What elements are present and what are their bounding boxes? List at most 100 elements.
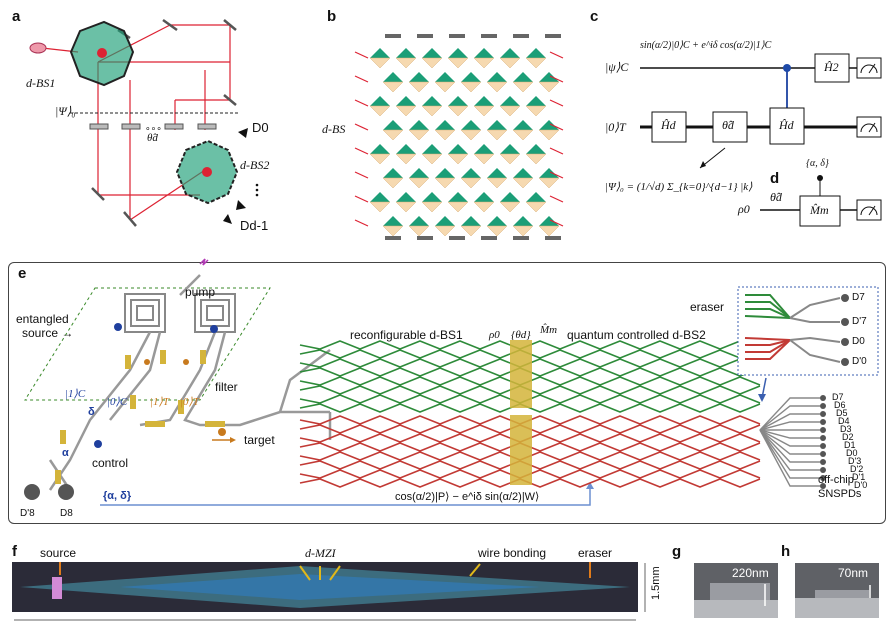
d8-label: D8 bbox=[60, 508, 73, 519]
bs-tile-upper bbox=[409, 168, 429, 178]
bs-tile-lower bbox=[434, 81, 456, 93]
snspd-detector-label: D3 bbox=[840, 424, 852, 434]
source-label: source → bbox=[22, 326, 74, 340]
bs-tile-upper bbox=[422, 144, 442, 154]
d0-label: D0 bbox=[252, 120, 269, 135]
source-label: source bbox=[40, 546, 77, 560]
bs-tile-upper bbox=[513, 72, 533, 82]
eraser-det-2: D0 bbox=[852, 336, 865, 347]
bs-tile-upper bbox=[448, 48, 468, 58]
rho0-label: ρ0 bbox=[489, 329, 500, 341]
bs-tile-lower bbox=[512, 225, 534, 237]
bs-tile-upper bbox=[474, 192, 494, 202]
bs-tile-upper bbox=[370, 192, 390, 202]
panel-label-g: g bbox=[672, 543, 682, 560]
snspd-detector-label: D4 bbox=[838, 416, 850, 426]
eraser-det-0: D7 bbox=[852, 292, 865, 303]
zero-t-label: |0⟩T bbox=[605, 120, 626, 134]
bs-tile-upper bbox=[487, 72, 507, 82]
target-label: target bbox=[244, 433, 275, 447]
psi0-label: |Ψ⟩₀ bbox=[55, 104, 76, 118]
eraser-label: eraser bbox=[578, 546, 613, 560]
bs-tile-lower bbox=[525, 57, 547, 69]
snspd-detector-label: D'0 bbox=[854, 480, 868, 490]
entangled-label: entangled bbox=[16, 312, 69, 326]
bs-tile-upper bbox=[500, 192, 520, 202]
rho0-label: ρ0 bbox=[738, 202, 750, 216]
bs-tile-lower bbox=[395, 105, 417, 117]
bs-tile-upper bbox=[539, 168, 559, 178]
bs-tile-upper bbox=[448, 96, 468, 106]
bs-tile-lower bbox=[369, 105, 391, 117]
dd1-label: Dd-1 bbox=[240, 218, 269, 233]
bs-tile-upper bbox=[461, 216, 481, 226]
bs-tile-upper bbox=[500, 48, 520, 58]
bs-tile-upper bbox=[474, 96, 494, 106]
bs-tile-upper bbox=[435, 120, 455, 130]
feedback-label: {α, δ} bbox=[103, 490, 132, 502]
dbs-label: d-BS bbox=[322, 122, 346, 136]
bs-tile-lower bbox=[421, 57, 443, 69]
bs-tile-lower bbox=[408, 129, 430, 141]
bs1-label: d-BS1 bbox=[26, 76, 56, 90]
bs-tile-upper bbox=[370, 48, 390, 58]
bs-tile-upper bbox=[370, 96, 390, 106]
psi-c-label: |ψ⟩C bbox=[605, 60, 629, 74]
bs-tile-lower bbox=[486, 81, 508, 93]
bs-tile-upper bbox=[526, 96, 546, 106]
delta-label: δ bbox=[88, 406, 95, 418]
d8p-label: D'8 bbox=[20, 508, 35, 519]
ket1t-label: |1⟩T bbox=[150, 396, 169, 408]
dmzi-label: d-MZI bbox=[305, 546, 336, 560]
bs-tile-upper bbox=[539, 72, 559, 82]
bs-tile-lower bbox=[369, 57, 391, 69]
bs-tile-upper bbox=[461, 168, 481, 178]
hd1-gate: Ĥd bbox=[661, 118, 676, 132]
control-state-formula: sin(α/2)|0⟩C + e^iδ cos(α/2)|1⟩C bbox=[640, 40, 772, 51]
bs-tile-lower bbox=[369, 153, 391, 165]
panel-label-a: a bbox=[12, 8, 21, 25]
bs-tile-upper bbox=[435, 168, 455, 178]
bs-tile-upper bbox=[474, 48, 494, 58]
alpha-delta-label: {α, δ} bbox=[806, 158, 829, 169]
wire-bonding-label: wire bonding bbox=[478, 546, 547, 560]
bs-tile-lower bbox=[447, 153, 469, 165]
bs-tile-lower bbox=[382, 129, 404, 141]
filter-label: filter bbox=[215, 380, 238, 394]
bs-tile-lower bbox=[473, 57, 495, 69]
bs-tile-upper bbox=[526, 192, 546, 202]
bs-tile-lower bbox=[460, 81, 482, 93]
bs-tile-lower bbox=[486, 177, 508, 189]
bs-tile-upper bbox=[539, 120, 559, 130]
bs-tile-upper bbox=[383, 72, 403, 82]
theta-gate: θ̂d bbox=[722, 118, 734, 132]
theta-set-label: {θd} bbox=[511, 329, 531, 341]
panel-label-f: f bbox=[12, 543, 17, 560]
bs-tile-lower bbox=[408, 225, 430, 237]
quantum-controlled-bs2-label: quantum controlled d-BS2 bbox=[567, 328, 706, 342]
bs-tile-lower bbox=[499, 57, 521, 69]
bs-tile-lower bbox=[538, 81, 560, 93]
eraser-label: eraser bbox=[690, 300, 725, 314]
bs-tile-lower bbox=[382, 225, 404, 237]
bs-tile-upper bbox=[500, 144, 520, 154]
snspd-detector-label: D1 bbox=[844, 440, 856, 450]
bs-tile-upper bbox=[539, 216, 559, 226]
bs-tile-upper bbox=[409, 120, 429, 130]
bs-tile-lower bbox=[499, 153, 521, 165]
control-label: control bbox=[92, 456, 129, 470]
alpha-label: α bbox=[62, 447, 69, 459]
theta-d-label: θ̂d bbox=[147, 132, 158, 144]
snspd-detector-label: D'1 bbox=[852, 472, 866, 482]
bs-tile-upper bbox=[396, 48, 416, 58]
bs-tile-upper bbox=[370, 144, 390, 154]
ket0t-label: |0⟩T bbox=[180, 396, 199, 408]
bs-tile-lower bbox=[460, 177, 482, 189]
panel-label-c: c bbox=[590, 8, 599, 25]
pump-label: pump bbox=[185, 285, 216, 299]
bs-tile-lower bbox=[525, 153, 547, 165]
bs-tile-lower bbox=[486, 225, 508, 237]
